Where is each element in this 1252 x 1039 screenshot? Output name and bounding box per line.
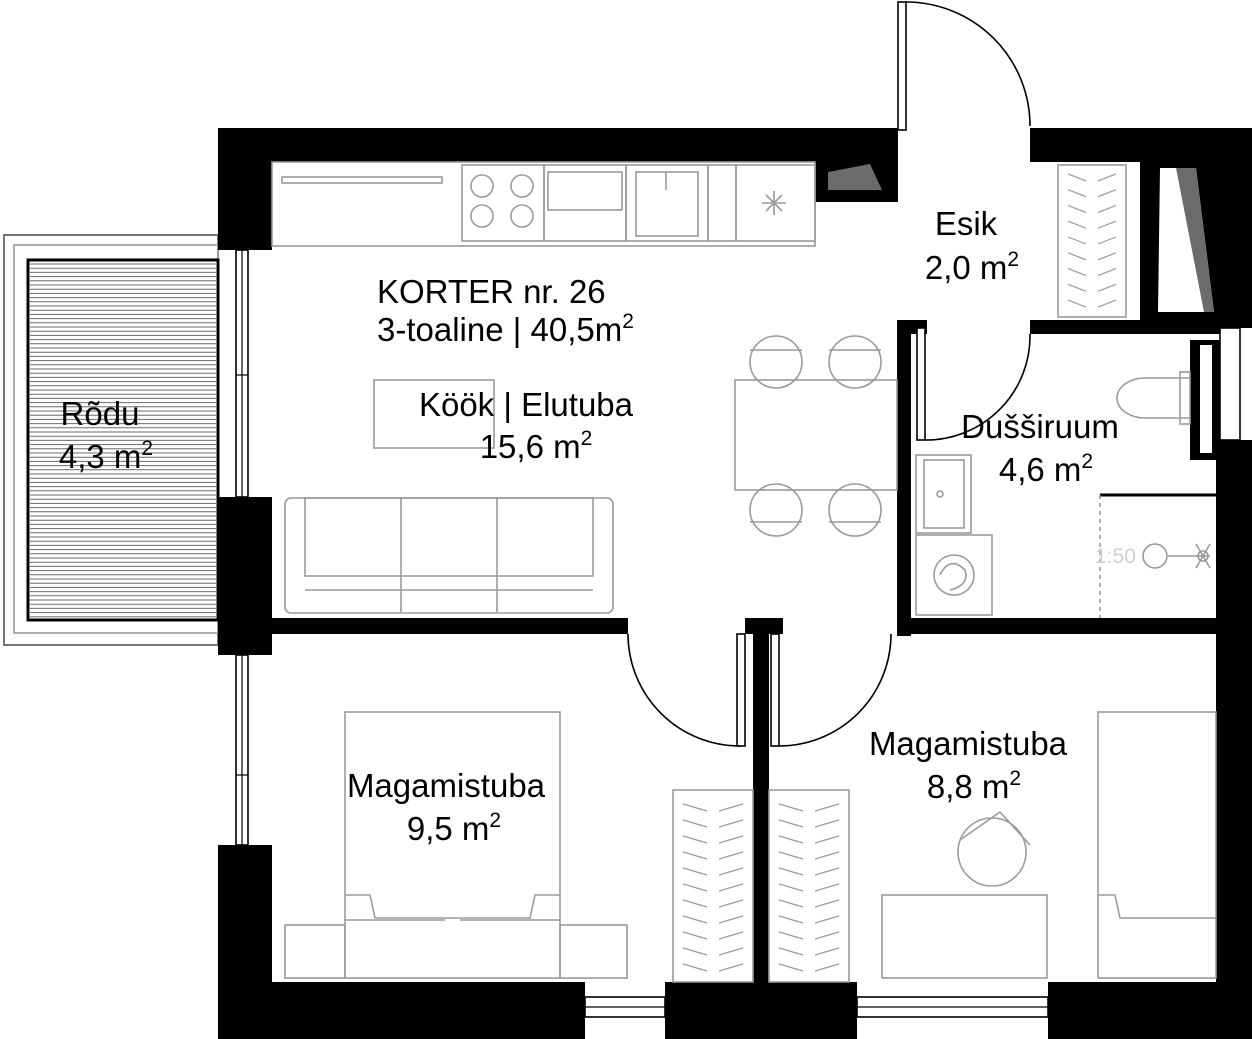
coffee-table — [373, 379, 495, 449]
balcony-area: 4,3 m2 — [59, 437, 153, 475]
bathroom-door-swing — [924, 333, 1031, 441]
entrance-name: Esik — [935, 205, 998, 242]
windows — [235, 249, 1241, 1018]
wall-bottom-2 — [665, 982, 857, 1039]
washing-machine — [915, 534, 993, 616]
shaft-right-void — [1176, 168, 1214, 312]
window-right — [1219, 327, 1241, 441]
apartment-subtitle: 3-toaline | 40,5m2 — [377, 310, 634, 348]
doors — [627, 1, 1031, 747]
wardrobe-left — [672, 789, 754, 983]
bedroom-right-furniture — [768, 711, 1217, 983]
range-hood — [281, 176, 443, 184]
balcony — [3, 234, 220, 646]
bedroom-right-area: 8,8 m2 — [927, 767, 1021, 805]
apartment-title: KORTER nr. 26 — [377, 273, 606, 310]
wall-bottom-3 — [1048, 982, 1252, 1039]
kitchen-name: Köök | Elutuba — [419, 386, 634, 423]
shower-area: 4,6 m2 — [999, 450, 1093, 488]
bedroom-right-name: Magamistuba — [869, 725, 1068, 762]
fridge — [735, 164, 816, 242]
bedroom-left-door-leaf — [736, 633, 746, 747]
fridge-star-icon — [762, 191, 786, 215]
cooktop — [461, 164, 545, 242]
entrance-wardrobe — [1057, 164, 1127, 318]
kitchen-sink — [635, 171, 699, 237]
wall-entrance-bottom — [1030, 320, 1220, 334]
bedroom-left-name: Magamistuba — [347, 767, 546, 804]
bed-single — [1097, 711, 1217, 979]
nightstand-left — [284, 924, 346, 979]
bedroom-left-furniture — [284, 711, 754, 983]
bedroom-right-door-swing — [778, 633, 892, 747]
entrance-door-leaf — [897, 1, 907, 131]
kitchen-furniture — [271, 161, 898, 614]
toilet — [1116, 377, 1190, 419]
bedroom-left-door-swing — [627, 633, 741, 747]
wall-mid-right — [897, 618, 1220, 634]
desk-chair — [957, 810, 1031, 887]
washbasin — [915, 454, 972, 534]
walls — [218, 128, 1252, 1039]
wall-top-left — [218, 128, 898, 162]
shaft-kitchen-void — [828, 164, 882, 190]
wall-right-upper — [1216, 128, 1252, 328]
oven — [543, 164, 627, 242]
desk — [881, 894, 1048, 979]
wall-mid-left — [272, 618, 628, 634]
bathroom-door-leaf — [916, 327, 926, 441]
shower-head-icon — [1168, 543, 1211, 569]
shaft-kitchen — [815, 128, 898, 202]
wall-bottom-1 — [218, 982, 585, 1039]
shower-drain — [1142, 543, 1168, 569]
wall-bath-left — [897, 320, 911, 636]
kitchen-area: 15,6 m2 — [480, 427, 593, 465]
bed-double — [344, 711, 561, 979]
bathroom-fixtures — [915, 371, 1216, 618]
scale-label: 1:50 — [1095, 545, 1136, 568]
bedroom-right-door-leaf — [770, 633, 780, 747]
nightstand-right — [559, 924, 628, 979]
wall-bedroom-divider — [753, 618, 769, 988]
sink-unit — [625, 164, 709, 242]
wall-bath-right-inner — [1200, 345, 1212, 453]
shower-name: Dušširuum — [961, 408, 1119, 445]
room-labels: KORTER nr. 26 3-toaline | 40,5m2 Köök | … — [59, 205, 1136, 847]
wall-left-upper — [218, 128, 272, 250]
balcony-floor — [26, 258, 220, 622]
balcony-name: Rõdu — [61, 395, 140, 432]
entrance-door-swing — [905, 1, 1031, 127]
dining-table — [734, 379, 898, 491]
bedroom-left-area: 9,5 m2 — [407, 809, 501, 847]
entrance-area: 2,0 m2 — [925, 248, 1019, 286]
wardrobe-right — [768, 789, 850, 983]
sofa — [284, 497, 614, 614]
balcony-hatching — [30, 263, 216, 618]
wall-left-middle — [218, 497, 272, 655]
wall-right-lower — [1216, 440, 1252, 1039]
dining-chairs — [749, 335, 882, 537]
